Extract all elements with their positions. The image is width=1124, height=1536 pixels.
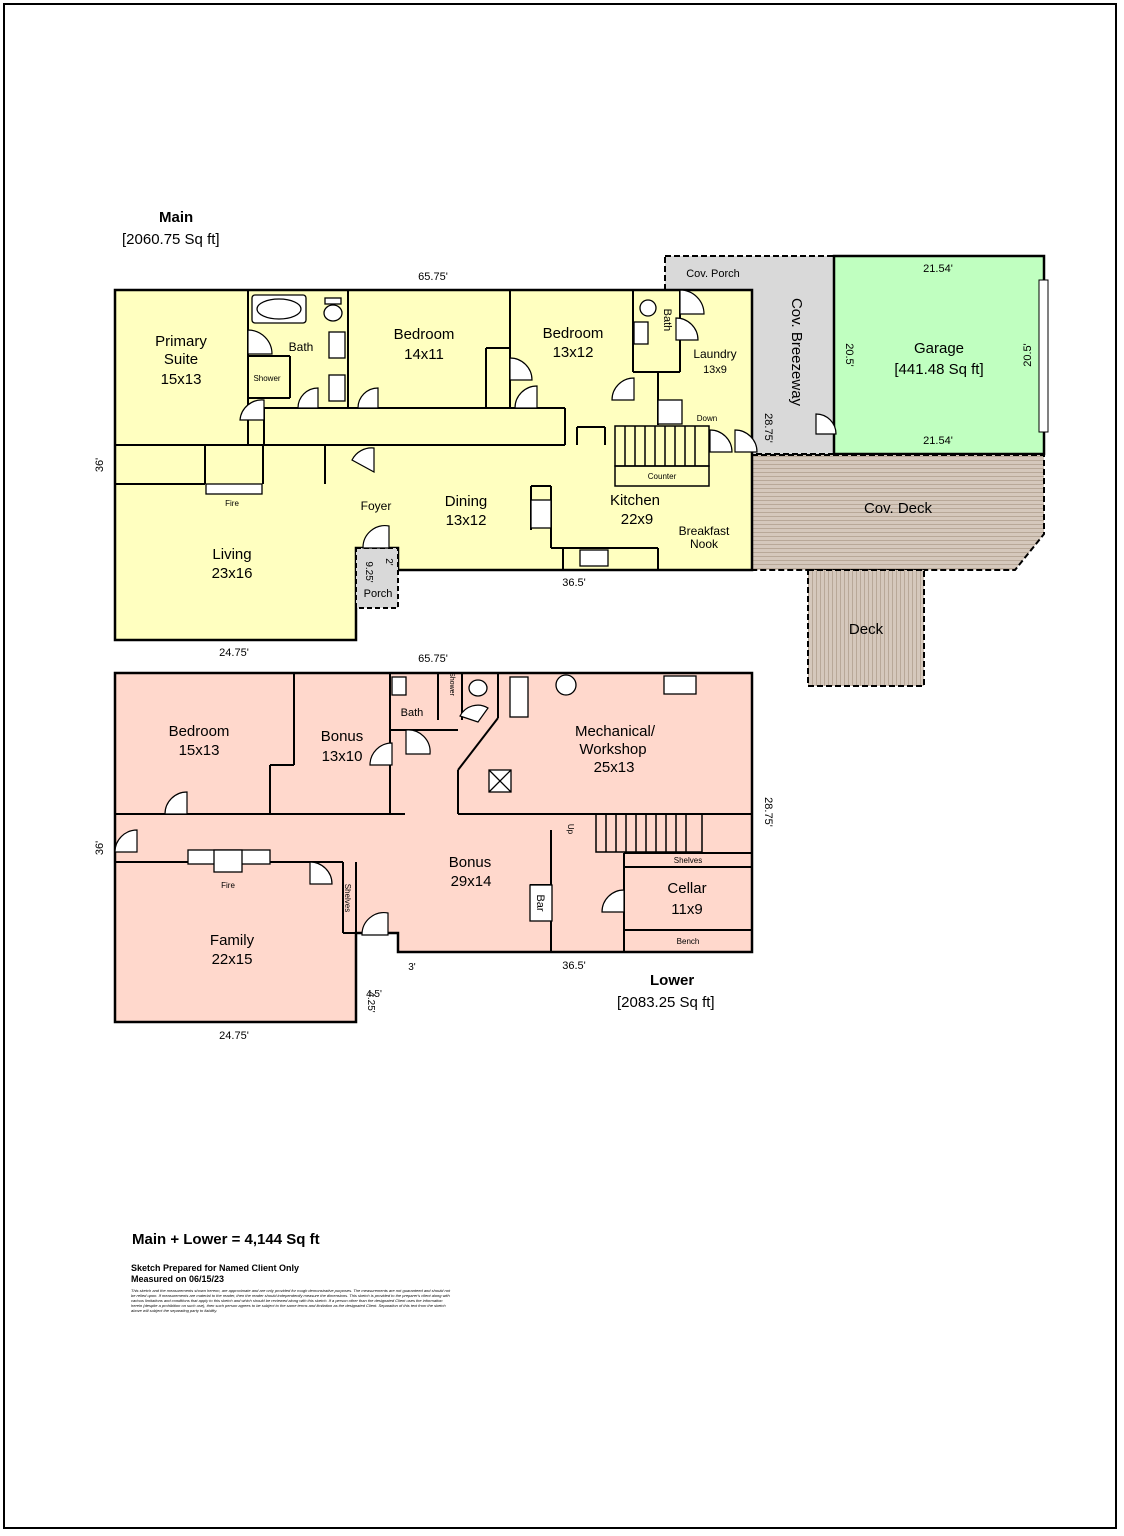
dim-garage-top: 21.54' xyxy=(923,263,953,275)
label-primary-suite-2: Suite xyxy=(164,351,198,368)
dim-main-right: 28.75' xyxy=(762,413,774,443)
label-foyer: Foyer xyxy=(361,499,392,513)
total-area: Main + Lower = 4,144 Sq ft xyxy=(132,1231,320,1248)
label-bath-2: Bath xyxy=(661,309,673,332)
label-kitchen-size: 22x9 xyxy=(621,511,654,528)
cov-deck-area xyxy=(751,454,1045,571)
label-lower-bath: Bath xyxy=(401,707,424,719)
label-cov-deck: Cov. Deck xyxy=(864,500,933,517)
label-cellar: Cellar xyxy=(667,880,706,897)
label-laundry: Laundry xyxy=(693,347,736,361)
lower-area: [2083.25 Sq ft] xyxy=(617,994,715,1011)
label-primary-suite-1: Primary xyxy=(155,333,207,350)
label-down: Down xyxy=(697,414,717,423)
dim-lower-notch-w: 4.5' xyxy=(366,989,382,1000)
dim-main-bottom-mid: 36.5' xyxy=(562,577,586,589)
prepared-note: Sketch Prepared for Named Client Only xyxy=(131,1263,300,1273)
dim-lower-step: 3' xyxy=(408,962,416,973)
dim-lower-top: 65.75' xyxy=(418,653,448,665)
label-lower-bedroom: Bedroom xyxy=(169,723,230,740)
label-nook: Nook xyxy=(690,537,719,551)
label-bath-1: Bath xyxy=(289,340,314,354)
label-primary-suite-size: 15x13 xyxy=(161,371,202,388)
dim-lower-right: 28.75' xyxy=(762,797,774,827)
label-laundry-size: 13x9 xyxy=(703,364,727,376)
label-porch: Porch xyxy=(364,588,393,600)
dim-main-left: 36' xyxy=(94,458,106,472)
label-bench: Bench xyxy=(677,937,700,946)
dim-main-bottom-left: 24.75' xyxy=(219,647,249,659)
garage-area xyxy=(832,254,1046,456)
measured-note: Measured on 06/15/23 xyxy=(131,1274,225,1284)
label-shelves-1: Shelves xyxy=(674,856,702,865)
label-fire-main: Fire xyxy=(225,499,239,508)
label-mechanical-size: 25x13 xyxy=(594,759,635,776)
lower-stairs xyxy=(595,813,703,853)
main-stairs xyxy=(614,425,710,487)
label-deck: Deck xyxy=(849,621,884,638)
disclaimer: This sketch and the measurements shown h… xyxy=(131,1288,451,1313)
dim-main-top: 65.75' xyxy=(418,271,448,283)
label-counter: Counter xyxy=(648,472,677,481)
label-living: Living xyxy=(212,546,251,563)
main-walls xyxy=(115,290,681,570)
main-title: Main xyxy=(159,209,194,226)
label-bar: Bar xyxy=(534,894,546,911)
dim-lower-bottom-mid: 36.5' xyxy=(562,960,586,972)
dim-garage-left: 20.5' xyxy=(843,343,855,367)
label-cov-porch: Cov. Porch xyxy=(686,268,740,280)
dim-porch-w: 2' xyxy=(383,558,394,566)
lower-doors xyxy=(114,704,625,936)
label-fire-lower: Fire xyxy=(221,881,235,890)
label-bonus-small: Bonus xyxy=(321,728,364,745)
label-living-size: 23x16 xyxy=(212,565,253,582)
label-up: Up xyxy=(566,824,575,835)
lower-fixtures xyxy=(187,674,697,922)
main-doors xyxy=(239,289,837,549)
labels: Primary Suite 15x13 Bath Shower Bedroom … xyxy=(94,263,1034,1042)
dim-lower-left: 36' xyxy=(94,841,106,855)
label-bedroom-2-size: 13x12 xyxy=(553,344,594,361)
label-family-size: 22x15 xyxy=(212,951,253,968)
main-area: [2060.75 Sq ft] xyxy=(122,231,220,248)
dim-garage-right: 20.5' xyxy=(1022,343,1034,367)
main-floor xyxy=(113,254,1049,1024)
label-bonus-large-size: 29x14 xyxy=(451,873,492,890)
label-bonus-small-size: 13x10 xyxy=(322,748,363,765)
deck-area xyxy=(807,569,925,687)
label-family: Family xyxy=(210,932,255,949)
page-border xyxy=(3,3,1117,1529)
dim-lower-bottom-left: 24.75' xyxy=(219,1030,249,1042)
main-fixtures xyxy=(205,294,683,567)
label-workshop: Workshop xyxy=(579,741,646,758)
label-bedroom-2: Bedroom xyxy=(543,325,604,342)
label-shower: Shower xyxy=(253,374,280,383)
dim-porch-h: 9.25' xyxy=(363,561,374,582)
label-kitchen: Kitchen xyxy=(610,492,660,509)
dim-lower-notch-h: 4.25' xyxy=(365,991,376,1012)
label-garage: Garage xyxy=(914,340,964,357)
label-dining: Dining xyxy=(445,493,488,510)
garage-door xyxy=(1038,279,1049,433)
lower-title: Lower xyxy=(650,972,695,989)
label-bedroom-1-size: 14x11 xyxy=(404,346,444,363)
label-dining-size: 13x12 xyxy=(446,512,487,529)
label-shelves-2: Shelves xyxy=(343,884,352,912)
label-lower-shower: Shower xyxy=(448,672,455,696)
label-breakfast: Breakfast xyxy=(679,524,730,538)
label-cellar-size: 11x9 xyxy=(671,901,702,918)
label-breezeway: Cov. Breezeway xyxy=(788,298,805,407)
label-mechanical: Mechanical/ xyxy=(575,723,656,740)
label-bonus-large: Bonus xyxy=(449,854,492,871)
label-garage-area: [441.48 Sq ft] xyxy=(894,361,983,378)
dim-garage-bottom: 21.54' xyxy=(923,435,953,447)
label-bedroom-1: Bedroom xyxy=(394,326,455,343)
label-lower-bedroom-size: 15x13 xyxy=(179,742,220,759)
